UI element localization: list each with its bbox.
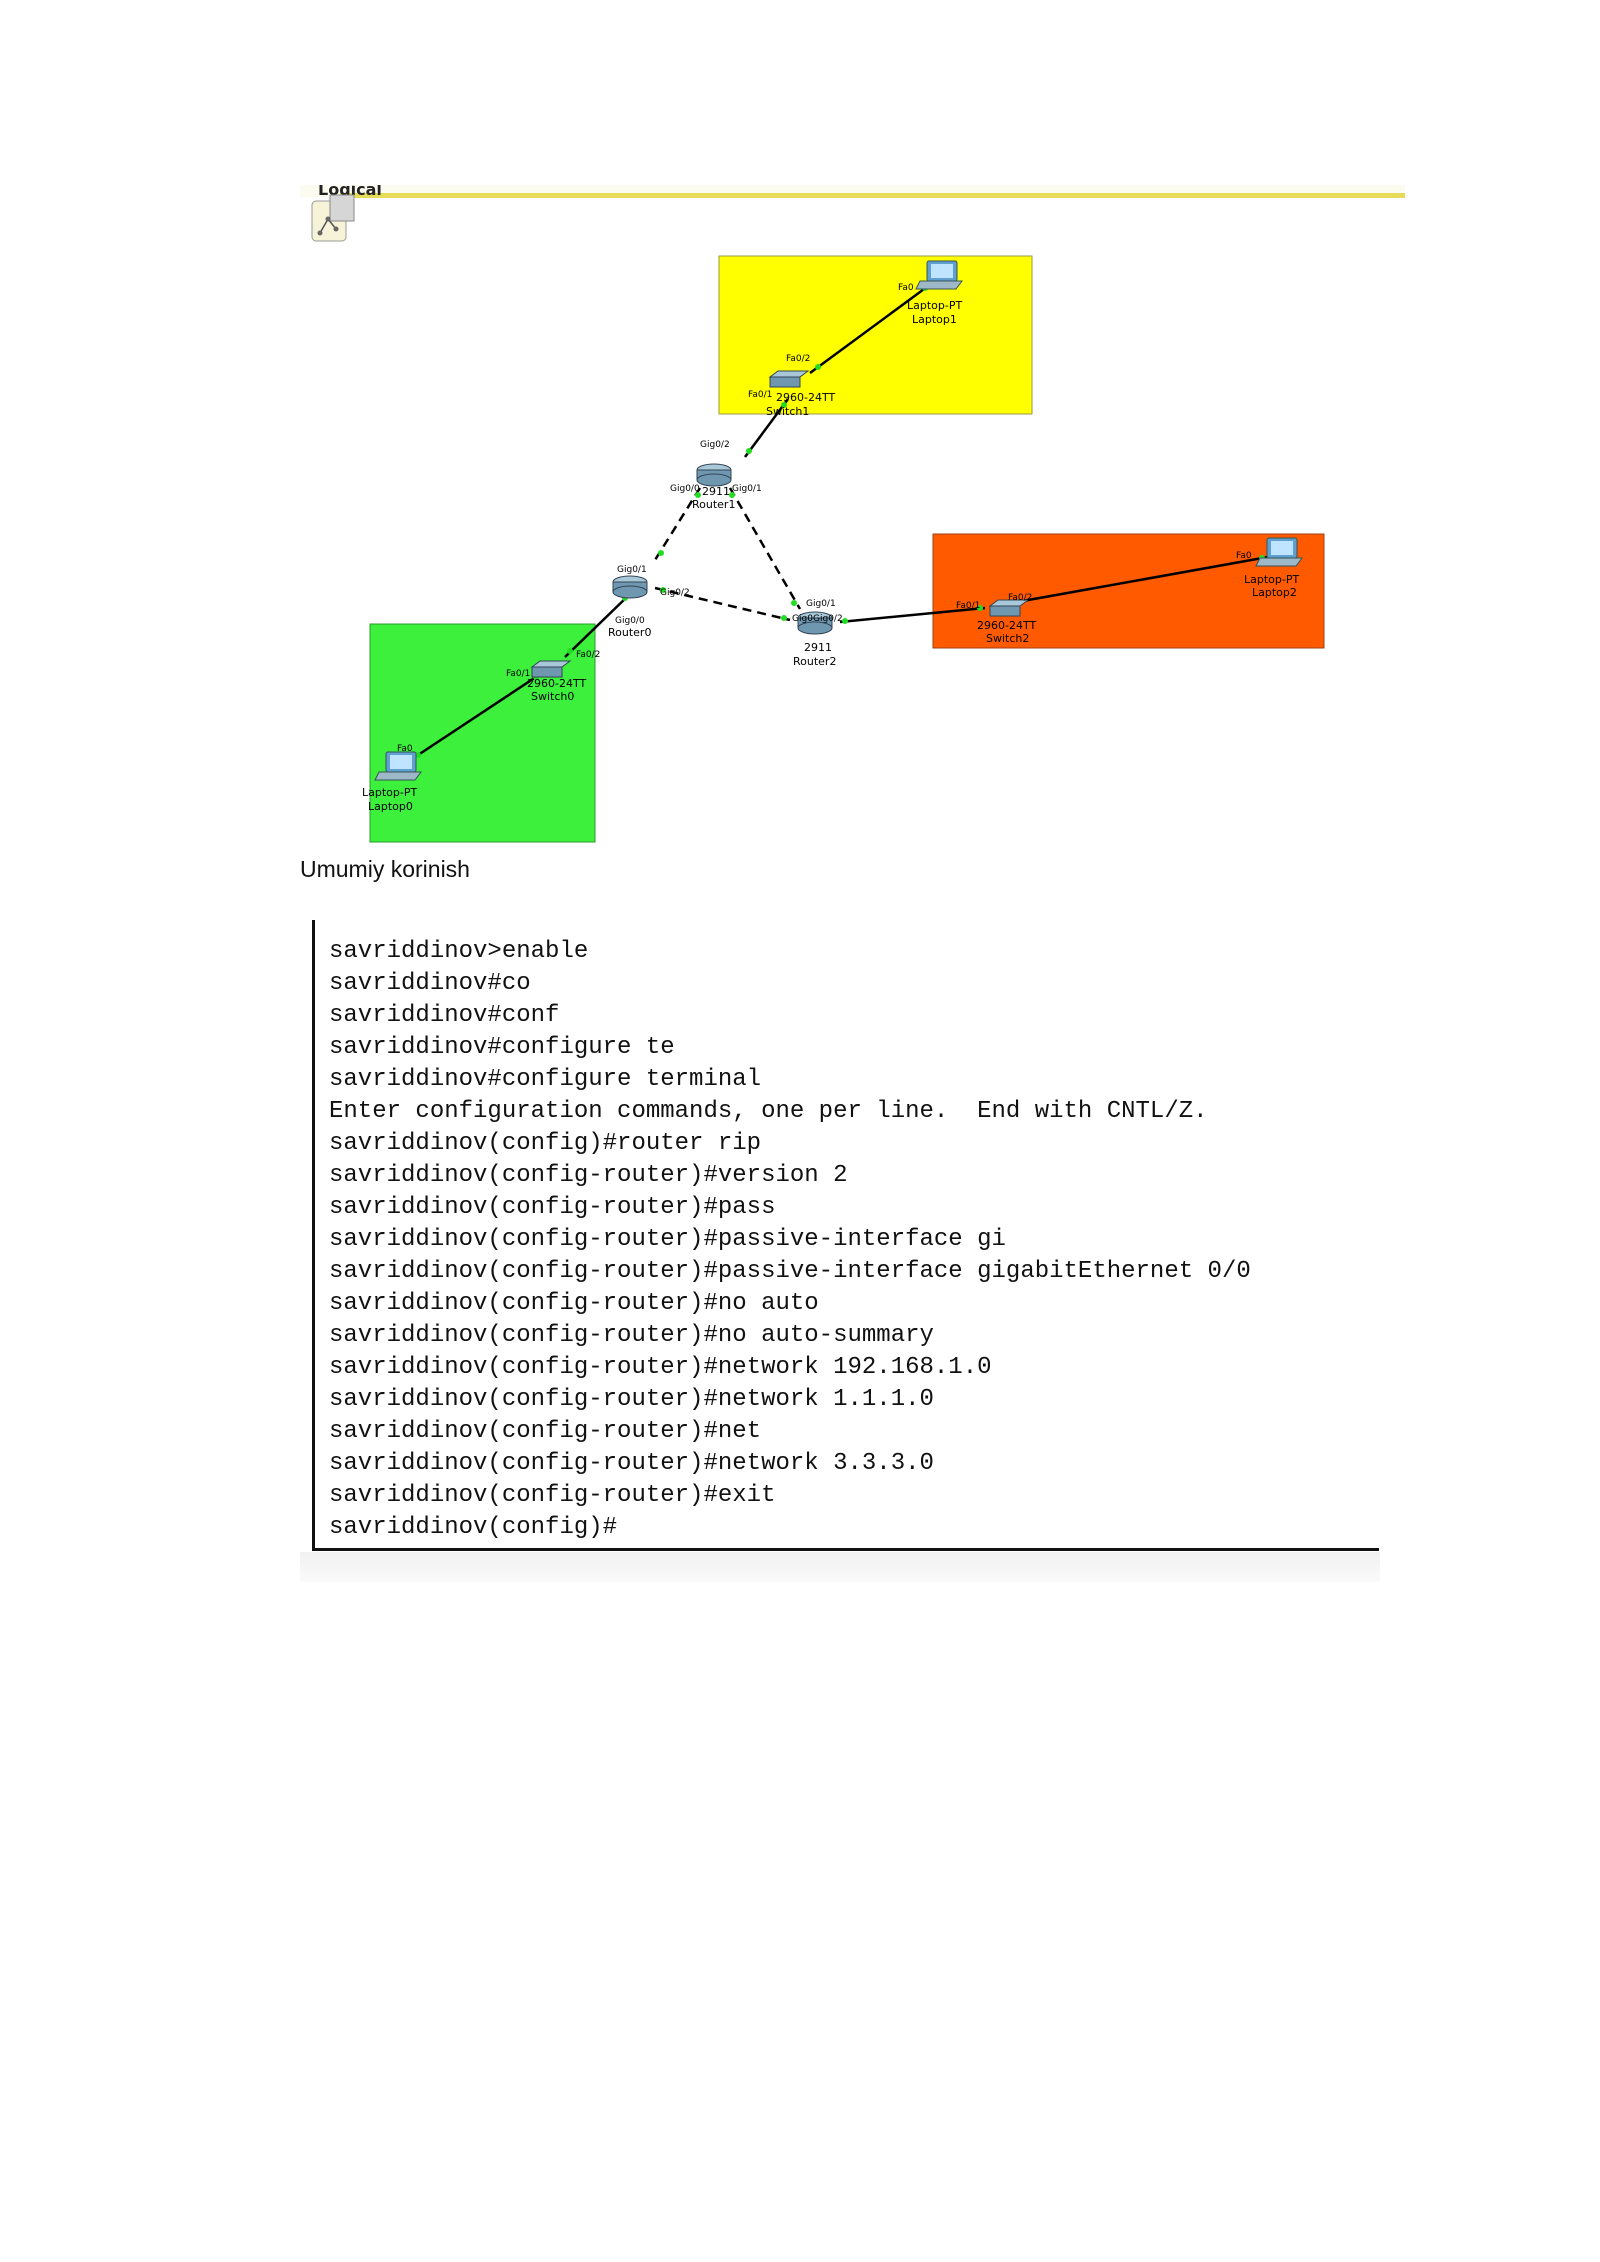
laptop-icon[interactable] <box>1255 537 1303 567</box>
terminal-line: savriddinov(config)# <box>329 1514 618 1541</box>
laptop-icon[interactable] <box>374 751 422 781</box>
switch-icon[interactable] <box>530 660 572 678</box>
terminal-line: savriddinov#configure te <box>329 1034 675 1061</box>
device-type-label: 2960-24TT <box>977 619 1036 632</box>
port-label: Gig0/2 <box>813 614 843 624</box>
link-router0-router2 <box>654 586 791 622</box>
terminal-line: savriddinov#configure terminal <box>329 1066 762 1093</box>
device-type-label: 2960-24TT <box>527 677 586 690</box>
switch-icon[interactable] <box>768 370 810 388</box>
device-name-label: Switch0 <box>531 690 574 703</box>
port-label: Gig0/0 <box>670 484 700 494</box>
device-type-label: Laptop-PT <box>907 299 962 312</box>
link-switch0-laptop0 <box>411 671 543 761</box>
port-label: Fa0 <box>397 744 413 754</box>
terminal-line: savriddinov(config-router)#network 3.3.3… <box>329 1450 934 1477</box>
terminal-line: Enter configuration commands, one per li… <box>329 1098 1208 1125</box>
terminal-line: savriddinov(config-router)#passive-inter… <box>329 1258 1251 1285</box>
terminal-lines: savriddinov>enable savriddinov#co savrid… <box>315 920 1379 1544</box>
figure-caption: Umumiy korinish <box>300 856 470 882</box>
device-name-label: Switch2 <box>986 632 1029 645</box>
port-label: Gig0/1 <box>617 565 647 575</box>
port-label: Gig0 <box>792 614 813 624</box>
link-router1-router2 <box>728 487 802 610</box>
laptop-icon[interactable] <box>915 260 963 290</box>
device-name-label: Router2 <box>793 655 836 668</box>
link-router2-switch2 <box>839 606 986 624</box>
device-type-label: 2911 <box>702 485 730 498</box>
device-name-label: Laptop2 <box>1252 586 1297 599</box>
router-icon[interactable] <box>797 611 833 635</box>
port-label: Gig0/2 <box>660 588 690 598</box>
logical-view-icon[interactable] <box>311 194 355 242</box>
port-label: Fa0/2 <box>1008 593 1032 603</box>
terminal-line: savriddinov(config-router)#no auto-summa… <box>329 1322 934 1349</box>
switch-icon[interactable] <box>988 599 1030 617</box>
link-router0-switch0 <box>564 593 631 658</box>
device-type-label: 2911 <box>804 641 832 654</box>
terminal-line: savriddinov(config-router)#pass <box>329 1194 776 1221</box>
terminal-line: savriddinov(config-router)#network 192.1… <box>329 1354 992 1381</box>
port-label: Fa0/1 <box>956 601 980 611</box>
port-label: Fa0/2 <box>576 650 600 660</box>
link-status-lights <box>415 285 1265 758</box>
port-label: Fa0 <box>1236 551 1252 561</box>
port-label: Fa0/1 <box>748 390 772 400</box>
terminal-line: savriddinov>enable <box>329 938 589 965</box>
device-name-label: Laptop1 <box>912 313 957 326</box>
port-label: Fa0/2 <box>786 354 810 364</box>
terminal-line: savriddinov(config-router)#passive-inter… <box>329 1226 1006 1253</box>
terminal-shadow <box>300 1552 1380 1582</box>
link-laptop1-switch1 <box>809 279 936 375</box>
yellow-zone <box>718 255 1033 415</box>
device-name-label: Laptop0 <box>368 800 413 813</box>
terminal-line: savriddinov(config-router)#version 2 <box>329 1162 848 1189</box>
topology-diagram: Logical Fa0 Laptop-PT Laptop1 <box>300 185 1405 843</box>
terminal-line: savriddinov(config-router)#net <box>329 1418 762 1445</box>
router-icon[interactable] <box>612 575 648 599</box>
router-icon[interactable] <box>696 463 732 487</box>
device-name-label: Switch1 <box>766 405 809 418</box>
device-name-label: Router0 <box>608 626 651 639</box>
terminal-line: savriddinov(config-router)#exit <box>329 1482 776 1509</box>
port-label: Gig0/0 <box>615 616 645 626</box>
port-label: Fa0/1 <box>506 669 530 679</box>
terminal-line: savriddinov#conf <box>329 1002 560 1029</box>
green-zone <box>369 623 596 843</box>
link-switch1-router1 <box>743 398 790 458</box>
port-label: Gig0/1 <box>732 484 762 494</box>
network-topology-figure: Logical Fa0 Laptop-PT Laptop1 <box>300 185 1420 850</box>
terminal-line: savriddinov(config-router)#no auto <box>329 1290 819 1317</box>
device-name-label: Router1 <box>692 498 735 511</box>
toolbar-bar <box>340 193 1405 198</box>
terminal-line: savriddinov(config)#router rip <box>329 1130 762 1157</box>
link-switch2-laptop2 <box>1005 555 1269 606</box>
device-type-label: Laptop-PT <box>362 786 417 799</box>
terminal-line: savriddinov#co <box>329 970 531 997</box>
terminal-line: savriddinov(config-router)#network 1.1.1… <box>329 1386 934 1413</box>
port-label: Fa0 <box>898 283 914 293</box>
device-type-label: Laptop-PT <box>1244 573 1299 586</box>
orange-zone <box>932 533 1325 649</box>
port-label: Gig0/1 <box>806 599 836 609</box>
cli-terminal-output: savriddinov>enable savriddinov#co savrid… <box>312 920 1379 1551</box>
port-label: Gig0/2 <box>700 440 730 450</box>
device-type-label: 2960-24TT <box>776 391 835 404</box>
